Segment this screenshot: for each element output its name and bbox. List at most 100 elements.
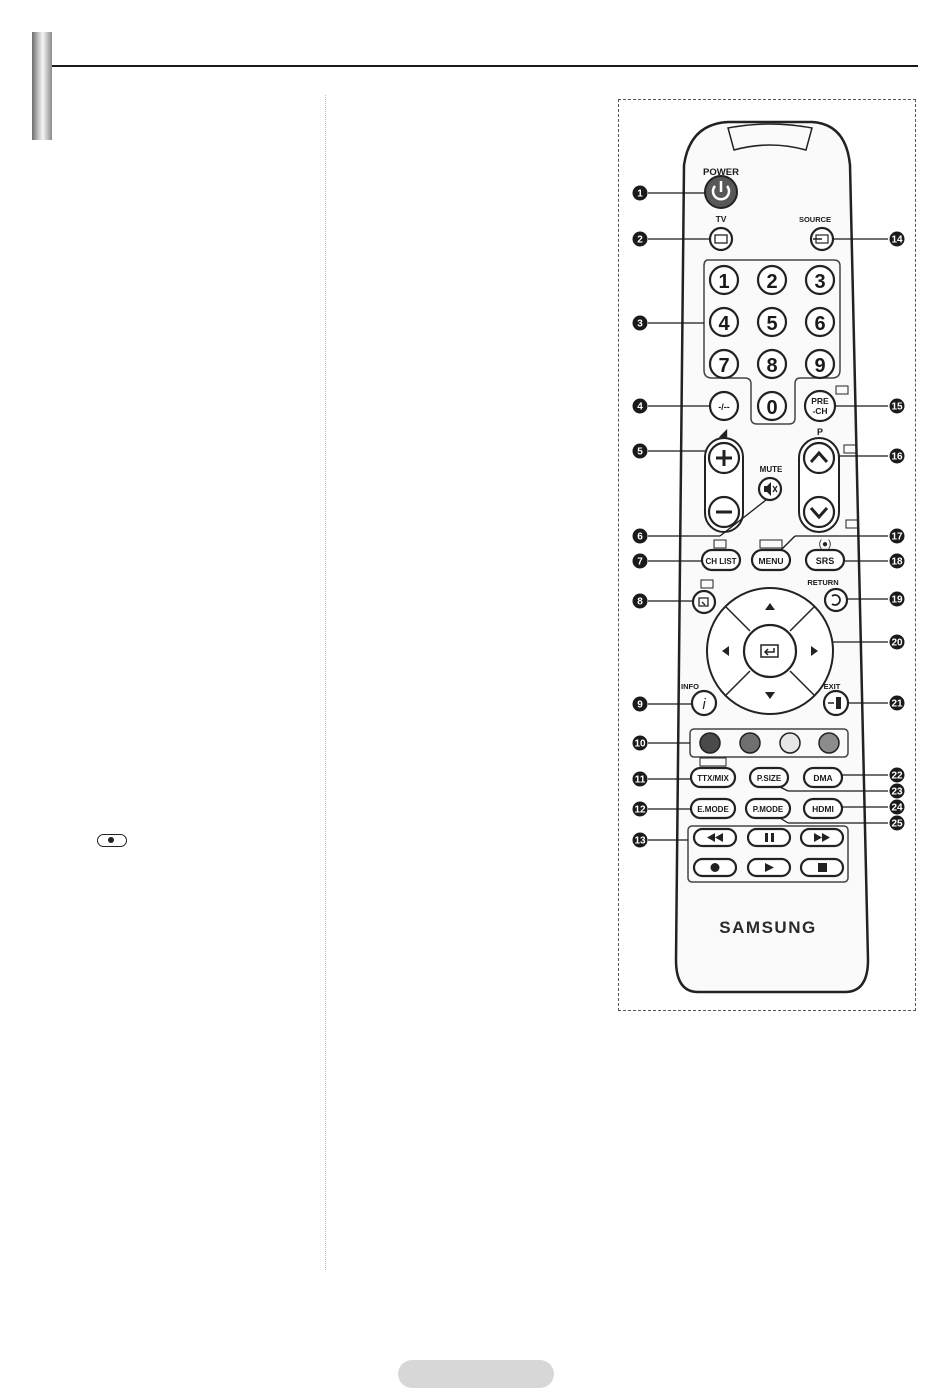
svg-text:24: 24 xyxy=(891,803,903,814)
psize-button[interactable]: P.SIZE xyxy=(750,768,788,787)
color-key-4[interactable] xyxy=(819,733,839,753)
callout-25: 25 xyxy=(890,816,905,831)
stop-button[interactable] xyxy=(801,859,843,876)
ttx-mix-button[interactable]: TTX/MIX xyxy=(691,768,735,787)
callout-15: 15 xyxy=(890,399,905,414)
hdmi-button[interactable]: HDMI xyxy=(804,799,842,818)
rewind-button[interactable] xyxy=(694,829,736,846)
callout-2: 2 xyxy=(633,232,648,247)
svg-text:4: 4 xyxy=(718,313,730,335)
svg-text:TTX/MIX: TTX/MIX xyxy=(697,774,729,783)
number-key-7[interactable]: 7 xyxy=(710,350,738,378)
dash-button[interactable]: -/-- xyxy=(710,392,738,420)
source-label: SOURCE xyxy=(799,215,831,224)
number-key-0[interactable]: 0 xyxy=(758,392,786,420)
stop-icon xyxy=(818,863,827,872)
number-key-1[interactable]: 1 xyxy=(710,266,738,294)
color-key-2[interactable] xyxy=(740,733,760,753)
tv-button[interactable] xyxy=(710,228,732,250)
svg-text:8: 8 xyxy=(637,597,643,608)
callout-4: 4 xyxy=(633,399,648,414)
number-key-6[interactable]: 6 xyxy=(806,308,834,336)
mute-button[interactable] xyxy=(759,478,781,500)
info-button[interactable]: i xyxy=(692,691,716,715)
play-button[interactable] xyxy=(748,859,790,876)
enter-button[interactable] xyxy=(744,625,796,677)
svg-text:10: 10 xyxy=(634,739,646,750)
svg-text:2: 2 xyxy=(637,235,643,246)
svg-text:23: 23 xyxy=(891,787,903,798)
svg-text:6: 6 xyxy=(814,313,825,335)
svg-text:-CH: -CH xyxy=(812,406,827,416)
source-button[interactable] xyxy=(811,228,833,250)
color-key-3[interactable] xyxy=(780,733,800,753)
pause-button[interactable] xyxy=(748,829,790,846)
srs-button[interactable]: SRS xyxy=(806,550,844,570)
channel-down-button[interactable] xyxy=(804,497,834,527)
svg-text:17: 17 xyxy=(891,532,903,543)
callout-9: 9 xyxy=(633,697,648,712)
svg-text:13: 13 xyxy=(634,836,646,847)
power-button[interactable] xyxy=(705,176,737,208)
svg-text:11: 11 xyxy=(635,775,646,786)
number-key-8[interactable]: 8 xyxy=(758,350,786,378)
svg-text:8: 8 xyxy=(766,355,777,377)
svg-text:-/--: -/-- xyxy=(718,402,730,412)
callout-7: 7 xyxy=(633,554,648,569)
emode-button[interactable]: E.MODE xyxy=(691,799,735,818)
record-button[interactable] xyxy=(694,859,736,876)
tools-button[interactable] xyxy=(693,591,715,613)
callout-18: 18 xyxy=(890,554,905,569)
svg-text:14: 14 xyxy=(891,235,903,246)
brand-logo: SAMSUNG xyxy=(719,918,816,937)
exit-label: EXIT xyxy=(824,682,841,691)
svg-text:9: 9 xyxy=(814,355,825,377)
callout-10: 10 xyxy=(633,736,648,751)
channel-up-button[interactable] xyxy=(804,443,834,473)
svg-text:3: 3 xyxy=(814,271,825,293)
svg-text:1: 1 xyxy=(718,271,729,293)
ch-list-button[interactable]: CH LIST xyxy=(702,550,740,570)
callout-1: 1 xyxy=(633,186,648,201)
volume-down-button[interactable] xyxy=(709,497,739,527)
svg-text:7: 7 xyxy=(637,557,643,568)
volume-up-button[interactable] xyxy=(709,443,739,473)
callout-21: 21 xyxy=(890,696,905,711)
svg-text:HDMI: HDMI xyxy=(812,804,834,814)
dma-button[interactable]: DMA xyxy=(804,768,842,787)
svg-text:3: 3 xyxy=(637,319,643,330)
svg-text:21: 21 xyxy=(891,699,903,710)
exit-button[interactable] xyxy=(824,691,848,715)
callout-14: 14 xyxy=(890,232,905,247)
svg-text:1: 1 xyxy=(637,189,643,200)
prech-button[interactable]: PRE -CH xyxy=(805,391,835,421)
callout-16: 16 xyxy=(890,449,905,464)
number-key-4[interactable]: 4 xyxy=(710,308,738,336)
pmode-button[interactable]: P.MODE xyxy=(746,799,790,818)
svg-text:7: 7 xyxy=(718,355,729,377)
number-key-5[interactable]: 5 xyxy=(758,308,786,336)
svg-text:SRS: SRS xyxy=(816,556,835,566)
callout-6: 6 xyxy=(633,529,648,544)
callout-5: 5 xyxy=(633,444,648,459)
number-key-3[interactable]: 3 xyxy=(806,266,834,294)
svg-text:5: 5 xyxy=(637,447,643,458)
return-label: RETURN xyxy=(807,578,838,587)
return-button[interactable] xyxy=(825,589,847,611)
number-key-2[interactable]: 2 xyxy=(758,266,786,294)
svg-text:MENU: MENU xyxy=(758,556,783,566)
svg-text:P.SIZE: P.SIZE xyxy=(757,774,782,783)
callout-13: 13 xyxy=(633,833,648,848)
svg-text:DMA: DMA xyxy=(813,773,832,783)
callout-24: 24 xyxy=(890,800,905,815)
number-key-9[interactable]: 9 xyxy=(806,350,834,378)
svg-text:15: 15 xyxy=(891,402,903,413)
svg-text:2: 2 xyxy=(766,271,777,293)
callout-8: 8 xyxy=(633,594,648,609)
color-key-1[interactable] xyxy=(700,733,720,753)
mute-label: MUTE xyxy=(760,465,783,474)
fast-forward-button[interactable] xyxy=(801,829,843,846)
menu-button[interactable]: MENU xyxy=(752,550,790,570)
svg-text:0: 0 xyxy=(766,397,777,419)
